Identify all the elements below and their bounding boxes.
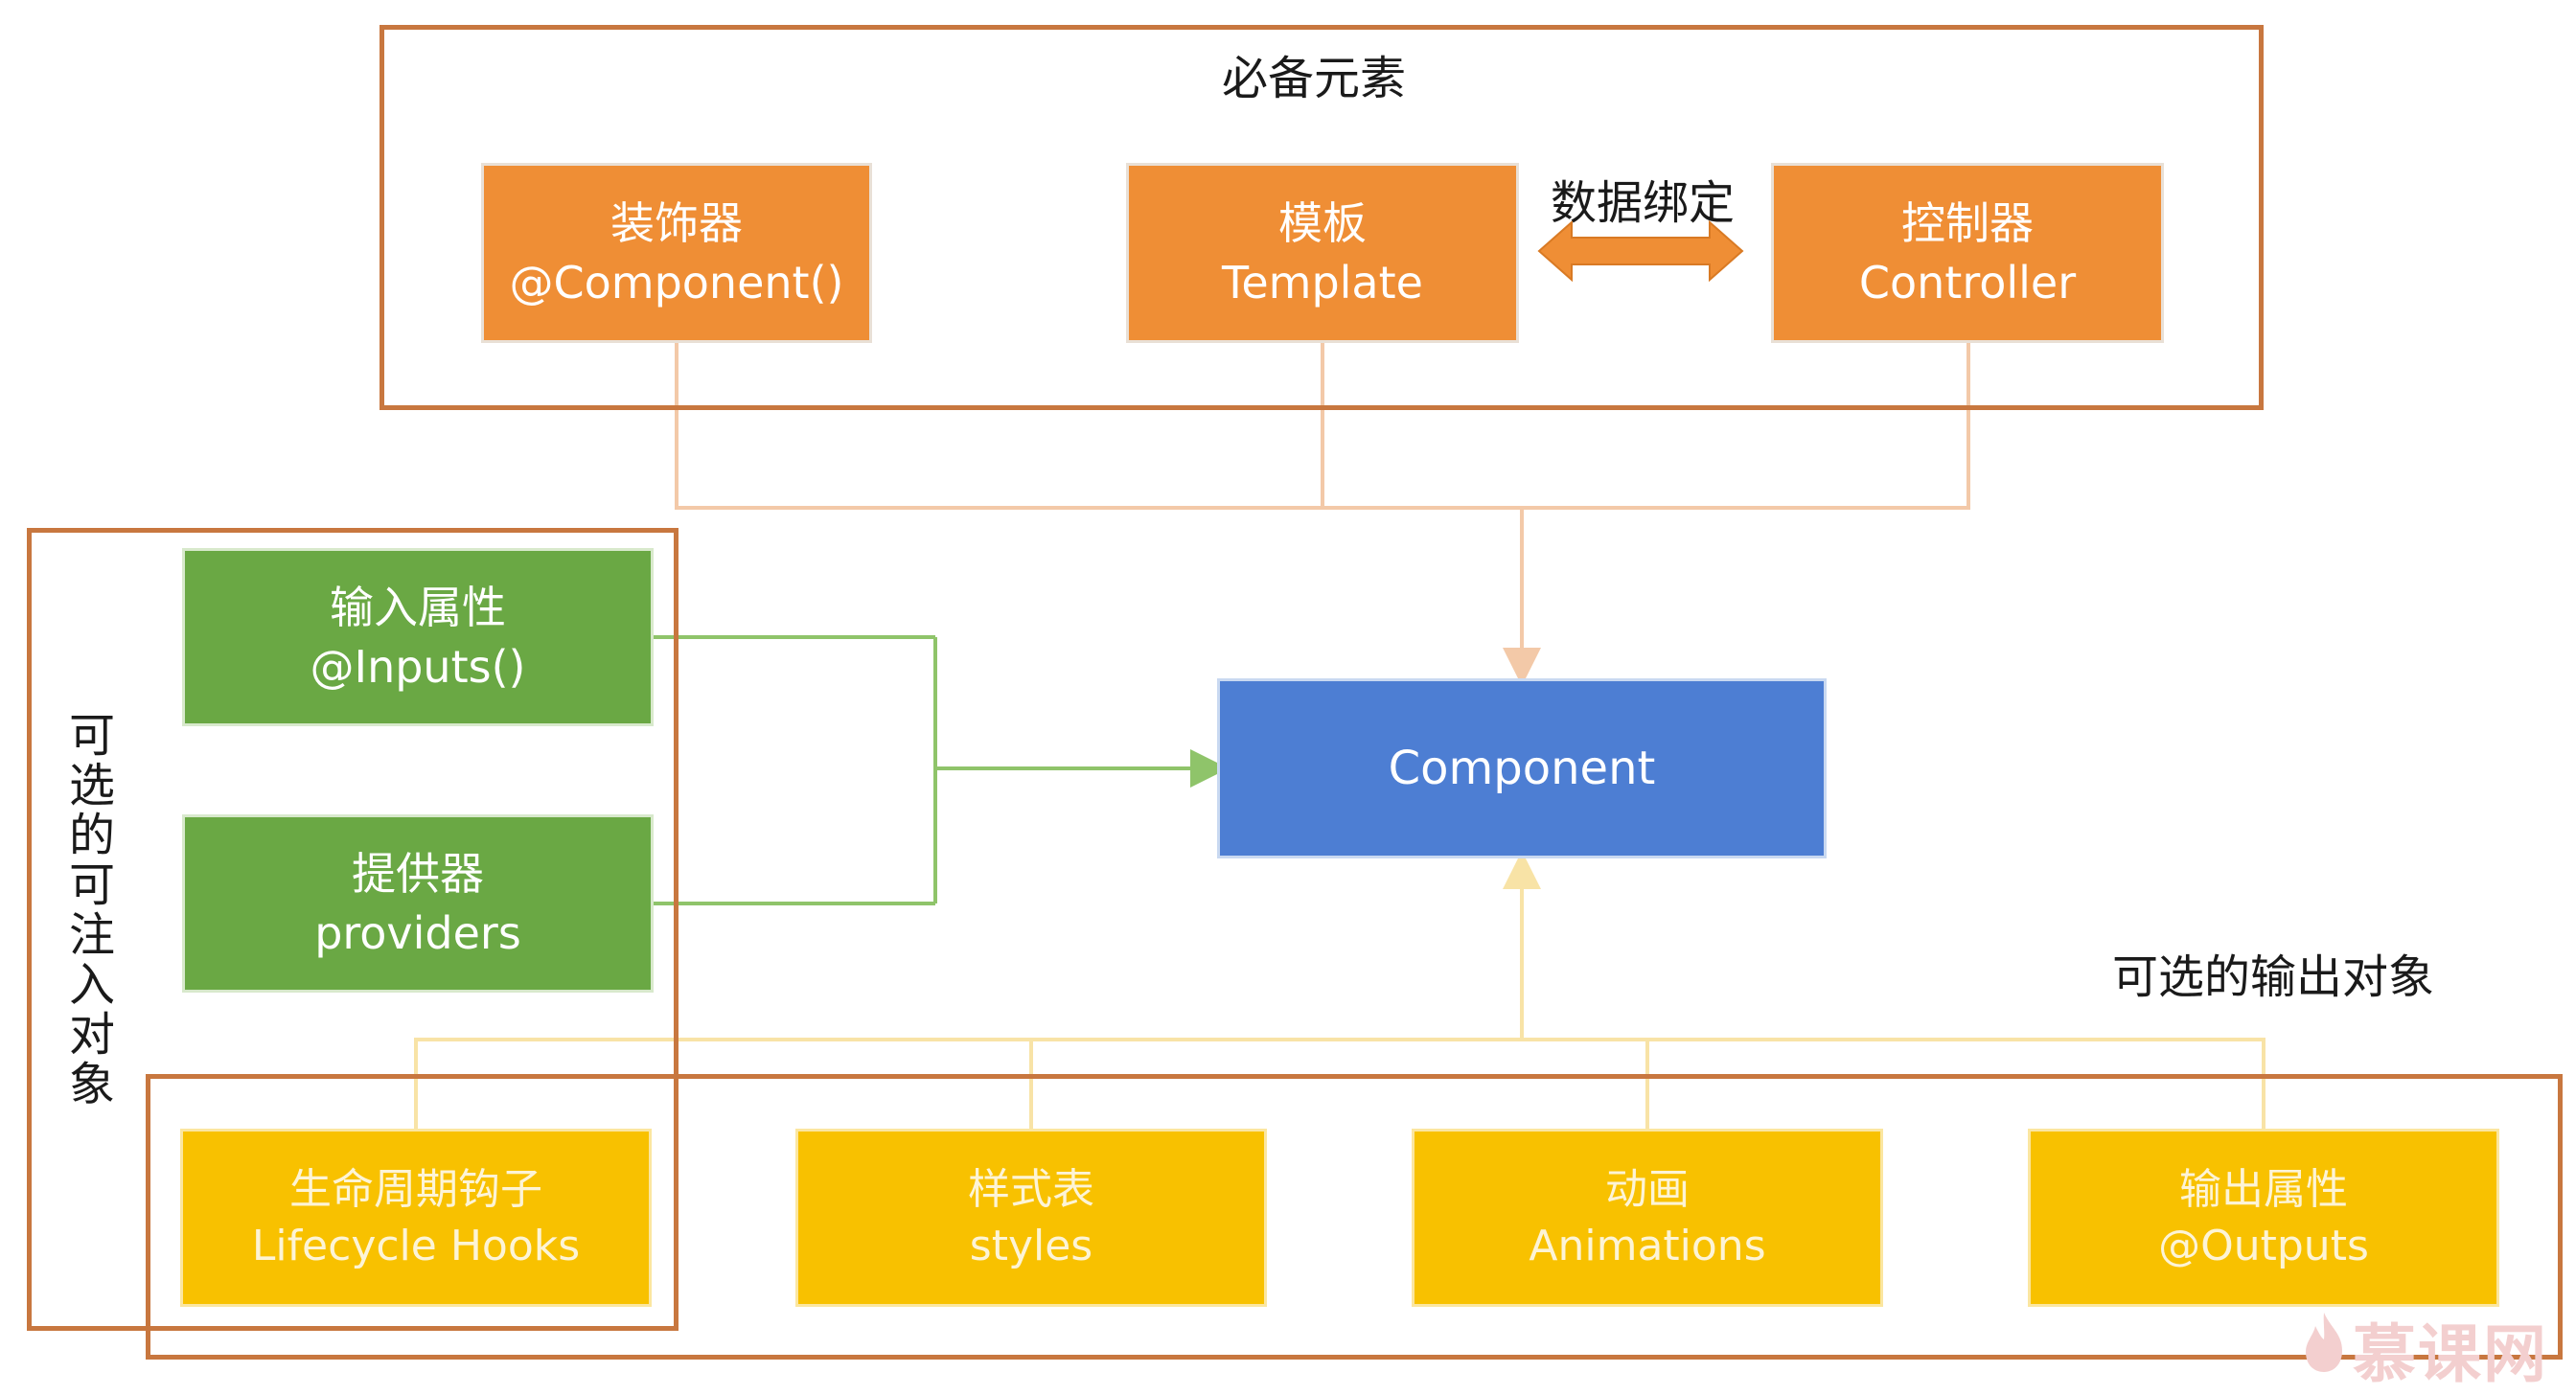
required-elements-title: 必备元素 bbox=[1222, 52, 1407, 105]
inputs-box: 输入属性 @Inputs() bbox=[182, 548, 654, 726]
outputs-box: 输出属性 @Outputs bbox=[2028, 1129, 2499, 1307]
controller-box: 控制器 Controller bbox=[1771, 163, 2164, 343]
flame-logo-icon bbox=[2306, 1313, 2342, 1372]
template-box: 模板 Template bbox=[1126, 163, 1519, 343]
animations-title: 动画 bbox=[1605, 1164, 1690, 1214]
required-to-component-lines bbox=[675, 343, 1970, 686]
data-binding-label: 数据绑定 bbox=[1551, 176, 1736, 230]
component-box: Component bbox=[1217, 678, 1827, 858]
inject-to-component-lines bbox=[654, 635, 1229, 905]
controller-subtitle: Controller bbox=[1858, 257, 2077, 309]
output-to-component-lines bbox=[414, 851, 2266, 1129]
lifecycle-hooks-title: 生命周期钩子 bbox=[289, 1164, 542, 1214]
styles-box: 样式表 styles bbox=[795, 1129, 1267, 1307]
outputs-title: 输出属性 bbox=[2179, 1164, 2348, 1214]
watermark-text: 慕课网 bbox=[2353, 1317, 2548, 1391]
template-subtitle: Template bbox=[1222, 257, 1423, 309]
controller-title: 控制器 bbox=[1901, 196, 2034, 249]
outputs-subtitle: @Outputs bbox=[2158, 1222, 2369, 1270]
optional-output-title: 可选的输出对象 bbox=[2112, 950, 2435, 1004]
lifecycle-hooks-box: 生命周期钩子 Lifecycle Hooks bbox=[180, 1129, 652, 1307]
providers-subtitle: providers bbox=[314, 907, 521, 959]
component-title: Component bbox=[1388, 741, 1656, 795]
inputs-title: 输入属性 bbox=[330, 581, 506, 633]
animations-subtitle: Animations bbox=[1529, 1222, 1766, 1270]
animations-box: 动画 Animations bbox=[1412, 1129, 1883, 1307]
decorator-box: 装饰器 @Component() bbox=[481, 163, 872, 343]
data-binding-double-arrow bbox=[1537, 219, 1744, 283]
required-elements-frame bbox=[380, 25, 2264, 410]
optional-injectable-title: 可选的可注入对象 bbox=[68, 709, 115, 1111]
providers-box: 提供器 providers bbox=[182, 814, 654, 993]
decorator-title: 装饰器 bbox=[610, 196, 743, 249]
styles-subtitle: styles bbox=[969, 1222, 1093, 1270]
optional-injectable-frame bbox=[27, 528, 678, 1331]
providers-title: 提供器 bbox=[352, 847, 484, 900]
inputs-subtitle: @Inputs() bbox=[310, 641, 526, 693]
lifecycle-hooks-subtitle: Lifecycle Hooks bbox=[251, 1222, 581, 1270]
decorator-subtitle: @Component() bbox=[509, 257, 844, 309]
template-title: 模板 bbox=[1278, 196, 1367, 249]
styles-title: 样式表 bbox=[968, 1164, 1094, 1214]
optional-output-frame bbox=[146, 1074, 2563, 1360]
